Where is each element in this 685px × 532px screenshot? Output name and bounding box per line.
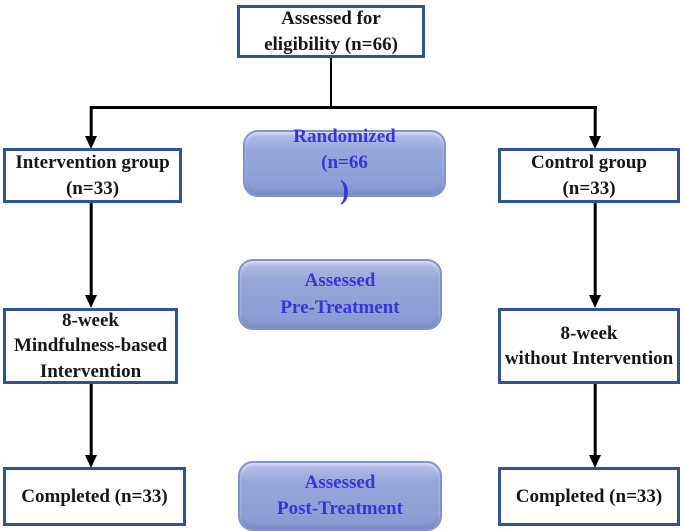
arrow-to-completed-right — [589, 384, 602, 468]
eligibility-line2: eligibility (n=66) — [264, 33, 398, 55]
arrowhead-icon — [85, 455, 97, 468]
randomized-line2-paren: ) — [339, 173, 350, 205]
randomized-badge: Randomized (n=66) — [243, 126, 446, 203]
arrow-to-control-8week — [589, 203, 602, 308]
post-treatment-badge: Assessed Post-Treatment — [238, 461, 442, 531]
arrowhead-icon — [589, 455, 601, 468]
intervention-group-line1: Intervention group — [15, 152, 170, 174]
connector-stem — [329, 56, 333, 107]
arrow-shaft — [593, 384, 597, 457]
intervention-group-line2: (n=33) — [65, 177, 120, 199]
pre-treatment-badge: Assessed Pre-Treatment — [238, 259, 442, 330]
arrowhead-icon — [589, 295, 601, 308]
control-8week-line2: without Intervention — [504, 348, 674, 369]
intervention-group-box: Intervention group (n=33) — [3, 148, 182, 203]
arrow-shaft — [89, 106, 93, 138]
intervention-8week-box: 8-week Mindfulness-based Intervention — [3, 308, 178, 384]
completed-left-line1: Completed (n=33) — [21, 485, 168, 507]
post-treatment-line1: Assessed — [304, 471, 376, 493]
control-group-line2: (n=33) — [562, 177, 616, 199]
control-8week-line1: 8-week — [560, 322, 618, 344]
arrow-to-intervention-group — [85, 106, 98, 149]
arrow-to-intervention-8week — [85, 203, 98, 308]
intervention-8week-line2: Mindfulness-based — [13, 335, 168, 357]
arrowhead-icon — [85, 295, 97, 308]
control-group-box: Control group (n=33) — [498, 148, 680, 203]
arrow-shaft — [89, 203, 93, 297]
randomized-line2: (n=66) — [321, 150, 368, 202]
arrow-shaft — [89, 384, 93, 457]
control-8week-box: 8-week without Intervention — [498, 308, 680, 384]
arrow-shaft — [593, 203, 597, 297]
arrowhead-icon — [589, 136, 601, 149]
completed-right-box: Completed (n=33) — [498, 467, 680, 526]
eligibility-box: Assessed for eligibility (n=66) — [237, 5, 425, 58]
arrow-shaft — [593, 106, 597, 138]
completed-left-box: Completed (n=33) — [3, 467, 186, 526]
completed-right-line1: Completed (n=33) — [515, 485, 663, 507]
pre-treatment-line2: Pre-Treatment — [280, 296, 400, 318]
intervention-8week-line3: Intervention — [39, 360, 142, 382]
control-group-line1: Control group — [531, 152, 647, 174]
randomized-line2-prefix: (n=66 — [321, 152, 368, 174]
connector-rail — [89, 106, 597, 109]
arrow-to-completed-left — [85, 384, 98, 468]
arrowhead-icon — [85, 136, 97, 149]
intervention-8week-line1: 8-week — [62, 310, 119, 332]
pre-treatment-line1: Assessed — [304, 270, 376, 292]
arrow-to-control-group — [589, 106, 602, 149]
post-treatment-line2: Post-Treatment — [277, 498, 403, 519]
eligibility-line1: Assessed for — [281, 8, 381, 30]
randomized-line1: Randomized — [293, 126, 396, 148]
